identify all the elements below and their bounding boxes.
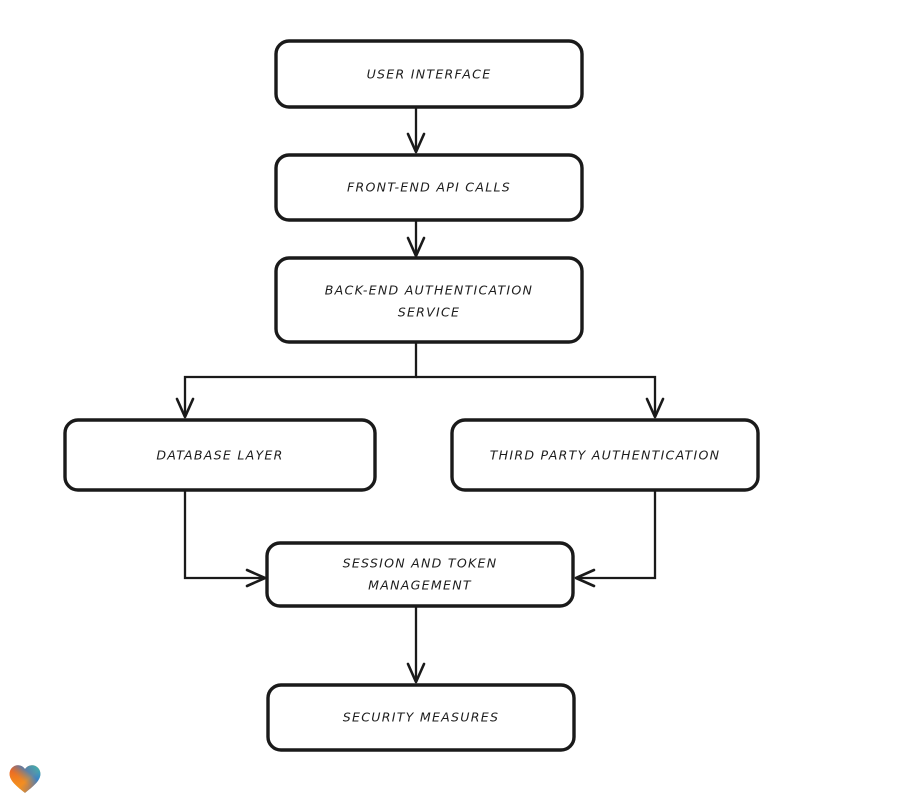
edge-backend-branch-right bbox=[416, 375, 665, 419]
node-database-layer-box bbox=[63, 418, 377, 492]
node-user-interface-box bbox=[274, 39, 584, 109]
heart-icon bbox=[8, 762, 42, 796]
node-security-measures-label: SECURITY MEASURES bbox=[343, 710, 499, 725]
node-database-layer[interactable]: DATABASE LAYER bbox=[63, 418, 377, 492]
node-third-party-auth-label: THIRD PARTY AUTHENTICATION bbox=[490, 448, 721, 463]
edge-session-to-security bbox=[406, 606, 426, 684]
node-front-end-api-calls-box bbox=[274, 153, 584, 222]
node-user-interface-label: USER INTERFACE bbox=[367, 67, 492, 82]
node-session-token-management[interactable]: SESSION AND TOKEN MANAGEMENT bbox=[265, 541, 575, 608]
edge-thirdparty-to-session bbox=[574, 490, 657, 588]
node-back-end-auth-service[interactable]: BACK-END AUTHENTICATION SERVICE bbox=[274, 256, 584, 344]
node-back-end-auth-service-label-line2: SERVICE bbox=[398, 305, 461, 320]
node-session-token-management-label-line1: SESSION AND TOKEN bbox=[343, 556, 498, 571]
node-security-measures-box bbox=[266, 683, 576, 752]
edge-ui-to-frontend bbox=[406, 107, 426, 154]
node-session-token-management-label-line2: MANAGEMENT bbox=[368, 578, 472, 593]
node-front-end-api-calls-label: FRONT-END API CALLS bbox=[347, 180, 511, 195]
edge-frontend-to-backend bbox=[406, 220, 426, 258]
node-front-end-api-calls[interactable]: FRONT-END API CALLS bbox=[274, 153, 584, 222]
node-back-end-auth-service-label-line1: BACK-END AUTHENTICATION bbox=[325, 283, 533, 298]
node-security-measures[interactable]: SECURITY MEASURES bbox=[266, 683, 576, 752]
edge-database-to-session bbox=[183, 490, 267, 588]
node-third-party-auth-box bbox=[450, 418, 760, 492]
node-back-end-auth-service-box bbox=[274, 256, 584, 344]
edge-backend-branch-left bbox=[175, 342, 418, 419]
node-database-layer-label: DATABASE LAYER bbox=[156, 448, 283, 463]
node-user-interface[interactable]: USER INTERFACE bbox=[274, 39, 584, 109]
node-third-party-auth[interactable]: THIRD PARTY AUTHENTICATION bbox=[450, 418, 760, 492]
node-session-token-management-box bbox=[265, 541, 575, 608]
